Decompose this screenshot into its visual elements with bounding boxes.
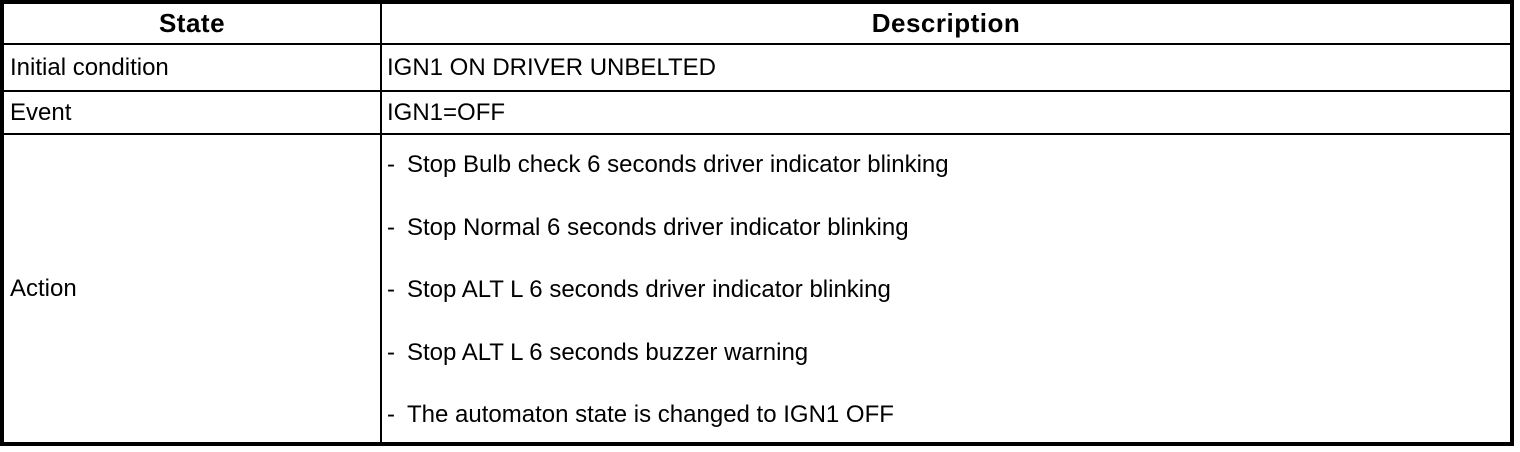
action-item-text: Stop Bulb check 6 seconds driver indicat… [407, 151, 949, 178]
dash-bullet: - [387, 213, 395, 241]
column-header-state: State [1, 1, 382, 45]
dash-bullet: - [387, 401, 395, 428]
state-cell-event: Event [1, 90, 382, 135]
action-item-text: The automaton state is changed to IGN1 O… [407, 401, 894, 428]
description-cell-initial-condition: IGN1 ON DRIVER UNBELTED [380, 43, 1513, 92]
action-item: - Stop ALT L 6 seconds buzzer warning [387, 339, 1506, 367]
action-item-text: Stop ALT L 6 seconds buzzer warning [407, 338, 809, 366]
description-cell-action: - Stop Bulb check 6 seconds driver indic… [380, 133, 1513, 445]
table-row-initial-condition: Initial condition IGN1 ON DRIVER UNBELTE… [1, 43, 1513, 92]
state-cell-action: Action [1, 133, 382, 445]
column-header-description: Description [380, 1, 1513, 45]
action-item: - Stop ALT L 6 seconds driver indicator … [387, 276, 1506, 304]
description-cell-event: IGN1=OFF [380, 90, 1513, 135]
dash-bullet: - [387, 151, 395, 178]
action-item: - The automaton state is changed to IGN1… [387, 401, 1506, 429]
action-item-text: Stop Normal 6 seconds driver indicator b… [407, 213, 909, 241]
action-item: - Stop Normal 6 seconds driver indicator… [387, 214, 1506, 242]
table-header-row: State Description [1, 1, 1513, 45]
action-list: - Stop Bulb check 6 seconds driver indic… [383, 136, 1510, 441]
dash-bullet: - [387, 338, 395, 366]
table-row-action: Action - Stop Bulb check 6 seconds drive… [1, 133, 1513, 445]
table-row-event: Event IGN1=OFF [1, 90, 1513, 135]
action-item-text: Stop ALT L 6 seconds driver indicator bl… [407, 276, 891, 303]
dash-bullet: - [387, 276, 395, 303]
state-cell-initial-condition: Initial condition [1, 43, 382, 92]
action-item: - Stop Bulb check 6 seconds driver indic… [387, 151, 1506, 179]
